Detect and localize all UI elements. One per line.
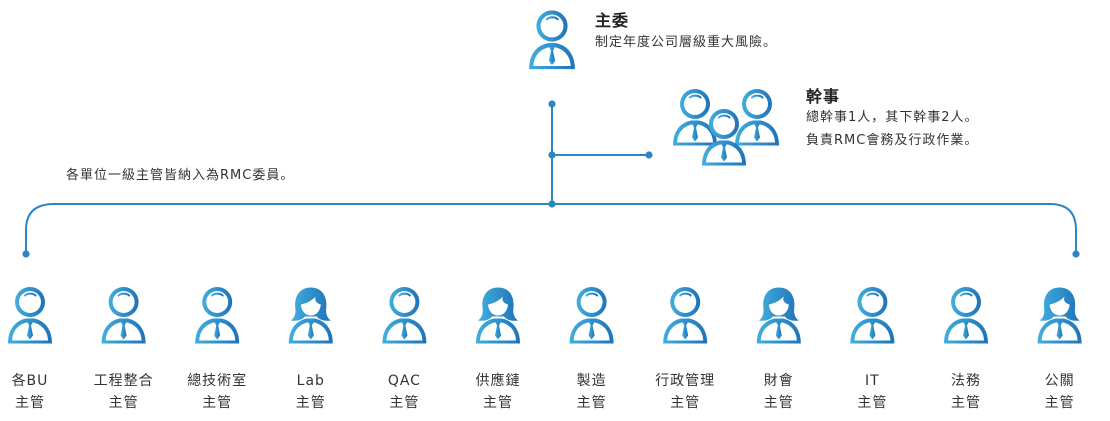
member-person-icon (944, 287, 988, 344)
member-person-icon (663, 287, 708, 344)
secretary-description-line1: 總幹事1人，其下幹事2人。 (806, 110, 979, 125)
member-role-label: 主管 (15, 395, 45, 411)
member-unit-label: 財會 (763, 373, 794, 389)
connector-lines (22, 100, 1080, 258)
member-person-icon (8, 287, 52, 344)
chair-description: 制定年度公司層級重大風險。 (595, 35, 778, 50)
connector-dot (645, 151, 653, 159)
secretary-lead-person-icon (702, 109, 746, 166)
member-role-label: 主管 (857, 395, 888, 411)
member-role-label: 主管 (576, 395, 607, 411)
connector-dot (548, 100, 556, 108)
member-female-person-icon (476, 287, 520, 344)
member-unit-label: 法務 (951, 373, 981, 389)
member-person-icon (569, 287, 614, 344)
member-unit-label: 行政管理 (655, 373, 716, 389)
member-person-icon (382, 287, 427, 344)
member-unit-label: 製造 (576, 373, 607, 389)
member-role-label: 主管 (951, 395, 981, 411)
member-person-icon (850, 287, 895, 344)
member-person-icon (101, 287, 146, 344)
connector-dot (548, 200, 556, 208)
member-role-label: 主管 (389, 395, 420, 411)
member-unit-label: Lab (296, 373, 325, 389)
members-bracket-line (25, 203, 1077, 254)
member-unit-label: QAC (387, 373, 421, 389)
member-female-person-icon (1037, 287, 1082, 344)
member-unit-label: 公關 (1044, 373, 1075, 389)
member-role-label: 主管 (763, 395, 794, 411)
member-female-person-icon (288, 287, 333, 344)
secretary-person-icon (673, 89, 717, 146)
member-role-label: 主管 (202, 395, 233, 411)
member-role-label: 主管 (108, 395, 139, 411)
member-female-person-icon (756, 287, 801, 344)
member-unit-label: 工程整合 (93, 373, 154, 389)
connector-dot (22, 250, 30, 258)
chair-title: 主委 (595, 11, 630, 30)
member-role-label: 主管 (483, 395, 513, 411)
secretary-title: 幹事 (806, 87, 841, 106)
member-unit-label: IT (865, 373, 880, 389)
member-unit-label: 各BU (11, 373, 49, 389)
member-role-label: 主管 (670, 395, 701, 411)
member-unit-label: 總技術室 (187, 373, 248, 389)
members-note: 各單位一級主管皆納入為RMC委員。 (66, 168, 295, 183)
member-person-icon (195, 287, 240, 344)
secretary-person-icon (735, 89, 779, 146)
member-role-label: 主管 (1044, 395, 1075, 411)
secretary-description-line2: 負責RMC會務及行政作業。 (806, 133, 979, 148)
connector-dot (1072, 250, 1080, 258)
member-role-label: 主管 (295, 395, 326, 411)
person-icons (8, 10, 1082, 344)
member-unit-label: 供應鏈 (475, 373, 521, 389)
chair-person-icon (529, 10, 575, 70)
connector-dot (548, 151, 556, 159)
